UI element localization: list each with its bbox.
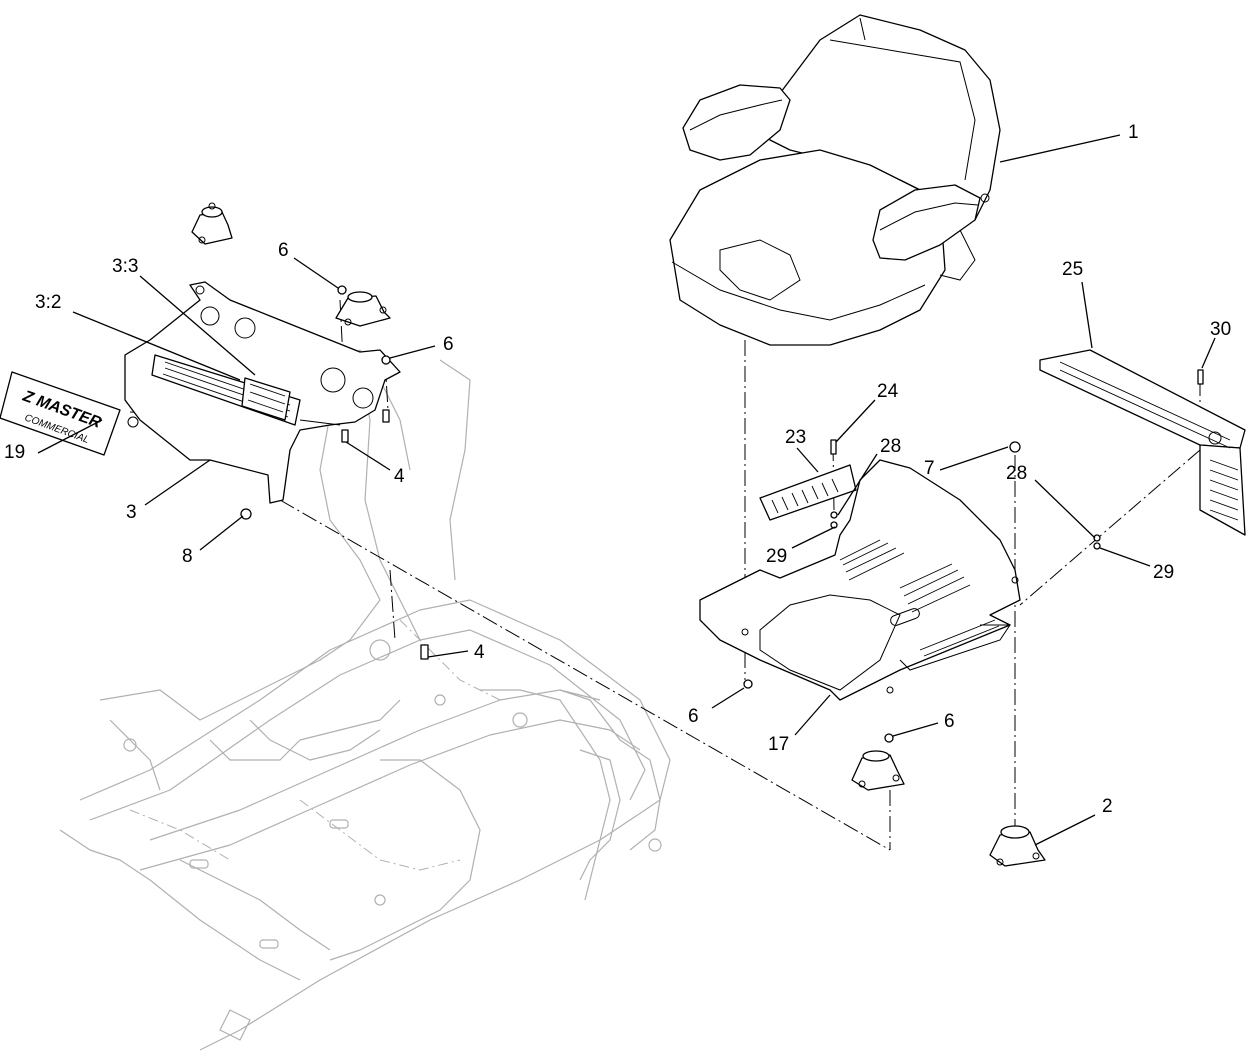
vent-plate-23 xyxy=(759,464,857,521)
callout-1: 1 xyxy=(1128,122,1139,143)
callout-3: 3 xyxy=(126,502,137,523)
callout-30: 30 xyxy=(1210,319,1231,340)
callout-28-right: 28 xyxy=(1006,463,1027,484)
seat-plate-vents xyxy=(839,539,1000,657)
callout-28-center: 28 xyxy=(880,436,901,457)
seat xyxy=(669,14,1001,346)
callout-24: 24 xyxy=(877,381,899,402)
callout-6-mount: 6 xyxy=(944,711,955,732)
side-panel-vents xyxy=(1059,361,1239,521)
callout-7: 7 xyxy=(924,458,935,479)
callout-25: 25 xyxy=(1062,259,1083,280)
leader-lines xyxy=(37,134,1216,846)
callout-4-upper: 4 xyxy=(394,466,405,487)
callout-17: 17 xyxy=(768,734,789,755)
callout-2: 2 xyxy=(1102,796,1113,817)
isolator-mount-top-left xyxy=(191,202,233,245)
callout-6-top: 6 xyxy=(278,240,289,261)
callout-8: 8 xyxy=(182,546,193,567)
seat-plate xyxy=(699,459,1021,701)
isolator-mount-lower xyxy=(851,750,905,791)
callout-29-center: 29 xyxy=(766,546,787,567)
mower-frame xyxy=(59,349,671,1051)
callout-23: 23 xyxy=(785,427,806,448)
callout-19: 19 xyxy=(4,442,25,463)
side-panel-25 xyxy=(1039,349,1246,536)
isolator-mount-center xyxy=(335,291,391,327)
callout-4-lower: 4 xyxy=(474,642,485,663)
callout-29-right: 29 xyxy=(1153,562,1174,583)
isolator-mount-2 xyxy=(989,825,1046,867)
callout-3-3: 3:3 xyxy=(112,256,138,277)
callout-3-2: 3:2 xyxy=(35,292,61,313)
fasteners xyxy=(240,285,1204,743)
callout-6-right: 6 xyxy=(443,334,454,355)
callout-labels: 1 2 3 3:2 3:3 4 4 6 6 6 6 7 8 17 19 23 2… xyxy=(4,122,1231,817)
console-panel xyxy=(124,281,401,504)
callout-6-seat-plate: 6 xyxy=(688,706,699,727)
